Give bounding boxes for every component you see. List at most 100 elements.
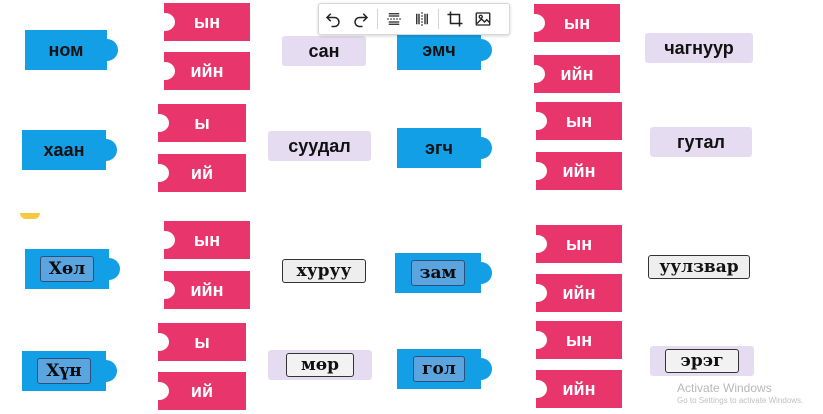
suffix-label: ийн [190, 60, 224, 81]
suffix-label: ын [193, 229, 221, 250]
plain-word[interactable]: гутал [650, 127, 752, 157]
puzzle-hole [527, 235, 547, 253]
suffix-label: ы [194, 112, 210, 133]
plain-word[interactable]: суудал [268, 131, 371, 161]
suffix-label: ын [563, 12, 591, 33]
puzzle-hole [149, 333, 169, 351]
suffix-label: ын [565, 329, 593, 350]
undo-button[interactable] [319, 4, 347, 34]
plain-word-label: гутал [677, 131, 725, 152]
image-icon [475, 12, 491, 26]
suffix-piece[interactable]: ийн [527, 152, 622, 190]
suffix-piece[interactable]: ын [525, 4, 620, 42]
puzzle-hole [527, 331, 547, 349]
plain-word-label: сан [308, 40, 340, 61]
suffix-piece[interactable]: ын [155, 3, 250, 41]
plain-word[interactable]: уулзвар [645, 252, 753, 282]
word-label: ном [48, 39, 84, 60]
suffix-piece[interactable]: ий [149, 154, 246, 192]
toolbar-divider [438, 9, 439, 29]
word-piece[interactable]: зам [395, 253, 492, 293]
suffix-piece[interactable]: ийн [155, 271, 250, 309]
suffix-label: ий [190, 380, 214, 401]
toolbar-divider [377, 9, 378, 29]
activate-windows-subtitle: Go to Settings to activate Windows. [677, 396, 804, 405]
puzzle-hole [149, 164, 169, 182]
plain-word[interactable]: эрэг [650, 346, 754, 376]
puzzle-knob [95, 139, 117, 161]
suffix-piece[interactable]: ын [527, 321, 622, 359]
suffix-label: ийн [562, 378, 596, 399]
puzzle-hole [525, 65, 545, 83]
image-edit-toolbar [318, 3, 510, 35]
word-label: эгч [425, 137, 453, 158]
suffix-piece[interactable]: ын [155, 221, 250, 259]
split-horizontal-button[interactable] [380, 4, 408, 34]
suffix-piece[interactable]: ийн [155, 52, 250, 90]
suffix-label: ы [194, 331, 210, 352]
word-piece[interactable]: хаан [22, 130, 117, 170]
suffix-label: ын [565, 110, 593, 131]
plain-word-label: эрэг [665, 349, 739, 373]
word-piece[interactable]: ном [25, 30, 118, 70]
redo-button[interactable] [347, 4, 375, 34]
suffix-label: ын [565, 233, 593, 254]
word-label: хаан [43, 139, 85, 160]
puzzle-knob [470, 137, 492, 159]
suffix-piece[interactable]: ийн [525, 55, 620, 93]
suffix-piece[interactable]: ын [527, 102, 622, 140]
suffix-label: ийн [562, 160, 596, 181]
suffix-label: ийн [560, 63, 594, 84]
suffix-piece[interactable]: ы [149, 104, 246, 142]
puzzle-knob [470, 262, 492, 284]
puzzle-hole [155, 13, 175, 31]
word-piece[interactable]: эмч [397, 30, 492, 70]
word-piece[interactable]: гол [397, 349, 492, 389]
undo-icon [325, 13, 340, 28]
suffix-label: ий [190, 162, 214, 183]
word-piece[interactable]: Хүн [22, 351, 117, 391]
image-button[interactable] [469, 4, 497, 34]
crop-icon [447, 11, 463, 27]
suffix-label: ийн [562, 282, 596, 303]
word-label: гол [413, 356, 465, 382]
word-piece[interactable]: Хөл [25, 249, 120, 289]
suffix-piece[interactable]: ийн [527, 370, 622, 408]
plain-word-label: уулзвар [648, 255, 750, 279]
puzzle-hole [527, 112, 547, 130]
plain-word-label: мөр [286, 353, 354, 377]
yellow-accent [20, 213, 40, 219]
word-piece[interactable]: эгч [397, 128, 492, 168]
puzzle-knob [98, 258, 120, 280]
puzzle-hole [525, 14, 545, 32]
word-label: зам [410, 260, 466, 286]
puzzle-knob [470, 39, 492, 61]
suffix-piece[interactable]: ын [527, 225, 622, 263]
puzzle-hole [149, 382, 169, 400]
plain-word-label: суудал [288, 135, 351, 156]
suffix-piece[interactable]: ы [149, 323, 246, 361]
word-label: Хөл [39, 256, 95, 282]
puzzle-hole [527, 380, 547, 398]
plain-word[interactable]: сан [282, 36, 366, 66]
split-horizontal-icon [387, 13, 401, 25]
suffix-label: ийн [190, 279, 224, 300]
plain-word-label: чагнуур [664, 37, 734, 58]
suffix-piece[interactable]: ий [149, 372, 246, 410]
puzzle-knob [95, 360, 117, 382]
puzzle-knob [470, 358, 492, 380]
puzzle-hole [155, 231, 175, 249]
crop-button[interactable] [441, 4, 469, 34]
word-label: Хүн [37, 358, 91, 384]
puzzle-hole [155, 62, 175, 80]
plain-word-label: хуруу [281, 259, 367, 283]
split-vertical-button[interactable] [408, 4, 436, 34]
plain-word[interactable]: хуруу [280, 256, 368, 286]
puzzle-knob [96, 39, 118, 61]
redo-icon [354, 13, 369, 28]
puzzle-hole [155, 281, 175, 299]
plain-word[interactable]: чагнуур [645, 33, 753, 63]
puzzle-hole [527, 162, 547, 180]
suffix-piece[interactable]: ийн [527, 274, 622, 312]
plain-word[interactable]: мөр [268, 350, 372, 380]
